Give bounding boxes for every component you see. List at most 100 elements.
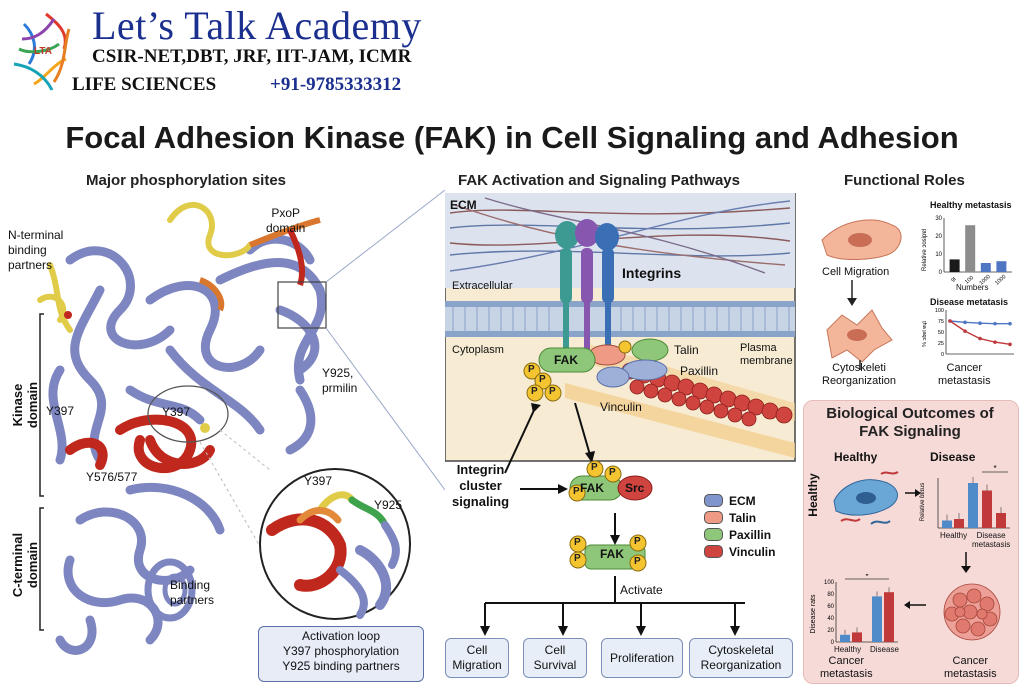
chart1-xtick: 1000 [994,274,1007,286]
bio-cancer-right-label: Cancer metastasis [944,655,997,680]
bio-cancer-left-label: Cancer metastasis [820,655,873,680]
outcome-cell-survival: Cell Survival [523,638,587,678]
chart2-point [993,321,997,326]
outcome-proliferation: Proliferation [601,638,683,678]
fak-label: FAK [554,353,578,367]
phospho-p-label: P [591,462,598,473]
activation-line-1: Activation loop [301,629,381,643]
kinase-domain-label: Kinase domain [10,381,40,429]
pxop-label: PxoP domain [266,206,306,235]
chart2-point [963,329,967,333]
chart3-cat-healthy: Healthy [940,531,968,540]
phospho-p-label: P [574,553,581,564]
chart2-ytick: 75 [938,319,944,325]
chart4-bar [852,632,862,642]
phone-number: +91-9785333312 [270,74,402,95]
chart2-point [1008,342,1012,347]
fak-complex-label: FAK [580,481,604,495]
chart4-cat-healthy: Healthy [834,645,862,654]
paxillin-label: Paxillin [680,364,719,378]
chart1-title: Healthy metastasis [930,200,1012,210]
legend-talin: Talin [704,509,775,526]
activation-line-2: Y397 phosphorylation [282,644,400,658]
binding-partners-label: Binding partners [170,578,215,607]
chart3-bar [942,520,952,528]
center-heading: FAK Activation and Signaling Pathways [458,172,740,189]
cytoskeleton-label: Cytoskeleti Reorganization [822,362,896,387]
chart2-ytick: 25 [938,341,944,347]
chart2-ylabel: % ɔɓɐl ɐɥʇ [922,321,928,347]
n-terminal-label: N-terminal binding partners [8,228,64,272]
activation-line-3: Y925 binding partners [282,659,400,673]
extracellular-label: Extracellular [452,280,513,292]
chart3-bar [968,483,978,528]
academy-title: Let’s Talk Academy [92,3,422,48]
fak-structure-illustration [37,190,445,655]
zoom-y925-label: Y925 [374,498,403,512]
chart1-ytick: 0 [939,270,943,276]
legend-vinculin: Vinculin [704,543,775,560]
bio-disease-label: Disease [930,450,976,464]
y397-circle-label: Y397 [162,405,191,419]
phospho-p-label: P [573,486,580,497]
chart2-point [1008,321,1012,326]
phospho-p-label: P [574,537,581,548]
chart2-point [993,340,997,344]
chart2-point [948,319,952,323]
chart1-bar [965,225,976,272]
chart1-ytick: 10 [935,252,942,258]
talin-label: Talin [674,343,699,357]
chart4-ylabel: Disease rats [810,594,817,633]
chart3-bar [982,490,992,528]
cancer-cluster-illustration [943,583,1001,641]
cell-migration-illustration [821,219,902,370]
chart3-relative-signal: * Relative ɓɐɪus [920,464,1010,529]
bio-arrow-left [904,601,926,609]
fak-active-label: FAK [600,547,624,561]
phospho-p-label: P [539,374,546,385]
legend-ecm: ECM [704,492,775,509]
phospho-p-label: P [531,386,538,397]
activate-label: Activate [620,583,663,597]
chart4-bar [872,596,882,642]
cancer-metastasis-label: Cancer metastasis [938,362,991,387]
chart2-title: Disease metatasis [930,297,1009,307]
cell-migration-label: Cell Migration [822,266,890,278]
chart4-cat-disease: Disease [870,645,899,654]
integrin-cluster-label: Integrin cluster signaling [452,462,510,509]
chart1-bar [980,263,991,272]
bio-healthy-label: Healthy [834,450,878,464]
chart3-bar [996,513,1006,528]
main-title: Focal Adhesion Kinase (FAK) in Cell Sign… [65,120,959,155]
activation-loop-box: Activation loop Y397 phosphorylation Y92… [258,626,424,682]
chart1-bar [996,261,1007,272]
bio-healthy-vertical: Healthy [806,473,820,517]
chart4-ytick: 20 [827,628,834,634]
y925-prmilin-label: Y925, prmilin [322,366,358,395]
phospho-p-label: P [549,386,556,397]
chart1-xtick: 9l [950,277,957,284]
chart3-bar [954,519,964,528]
chart3-ylabel: Relative ɓɐɪus [920,483,926,522]
chart1-ytick: 30 [935,216,942,222]
outcome-cytoskeletal: Cytoskeletal Reorganization [689,638,793,678]
phospho-p-label: P [528,364,535,375]
y576-label: Y576/577 [86,470,138,484]
legend-paxillin: Paxillin [704,526,775,543]
c-terminal-label: C-terminal domain [10,532,40,598]
chart4-ytick: 60 [827,604,834,610]
fak-signaling-diagram [445,193,796,636]
bio-arrow-down [961,552,971,573]
chart1-bar [949,259,960,272]
chart4-bar [840,634,850,642]
bio-arrow-right [905,489,921,497]
chart4-bar [884,592,894,642]
chart1-xtick: 100 [964,275,975,286]
life-sciences-label: LIFE SCIENCES [72,74,217,95]
logo-lta-text: LTA [34,46,52,57]
academy-subtitle: CSIR-NET,DBT, JRF, IIT-JAM, ICMR [92,46,412,67]
chart3-star: * [993,464,996,473]
